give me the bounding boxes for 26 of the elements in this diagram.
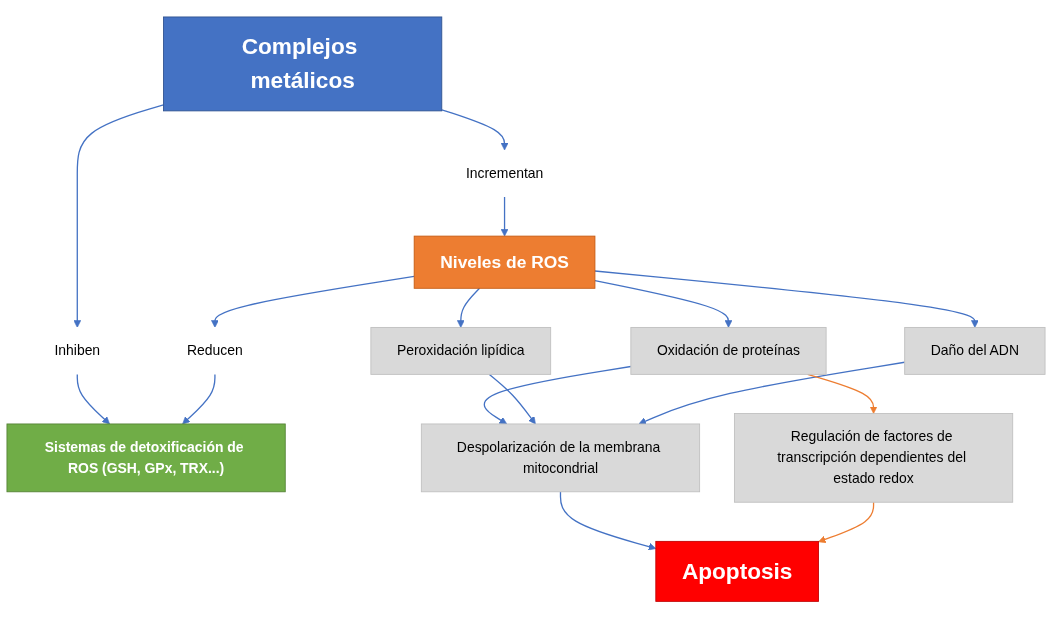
- node-box: Apoptosis: [655, 541, 819, 603]
- node-box: Complejos metálicos: [163, 16, 443, 112]
- node-box: Peroxidación lipídica: [370, 327, 552, 376]
- node-text: Inhiben: [54, 343, 101, 359]
- node-box: Niveles de ROS: [413, 236, 596, 290]
- node-box: Oxidación de proteínas: [630, 327, 827, 376]
- node-text: Incrementan: [465, 166, 544, 181]
- node-box: Sistemas de detoxificación de ROS (GSH, GPx, TRX...): [6, 423, 286, 493]
- arrow: [638, 361, 906, 426]
- arrow: [818, 501, 875, 544]
- node-box: Despolarización de la membrana mitocondrial: [420, 423, 701, 493]
- arrow: [73, 104, 165, 329]
- arrow: [559, 491, 657, 551]
- arrow: [594, 270, 979, 329]
- arrow: [500, 196, 509, 237]
- node-box: Regulación de factores de transcripción dependientes del estado redox: [734, 413, 1014, 503]
- arrow: [211, 276, 415, 329]
- arrow: [76, 374, 110, 425]
- arrow: [456, 287, 481, 329]
- node-text: Reducen: [187, 343, 243, 359]
- arrow: [488, 374, 536, 425]
- node-box: Daño del ADN: [904, 327, 1046, 376]
- arrow: [182, 374, 216, 425]
- arrow: [441, 109, 509, 151]
- arrow: [594, 280, 733, 329]
- arrow: [483, 366, 632, 425]
